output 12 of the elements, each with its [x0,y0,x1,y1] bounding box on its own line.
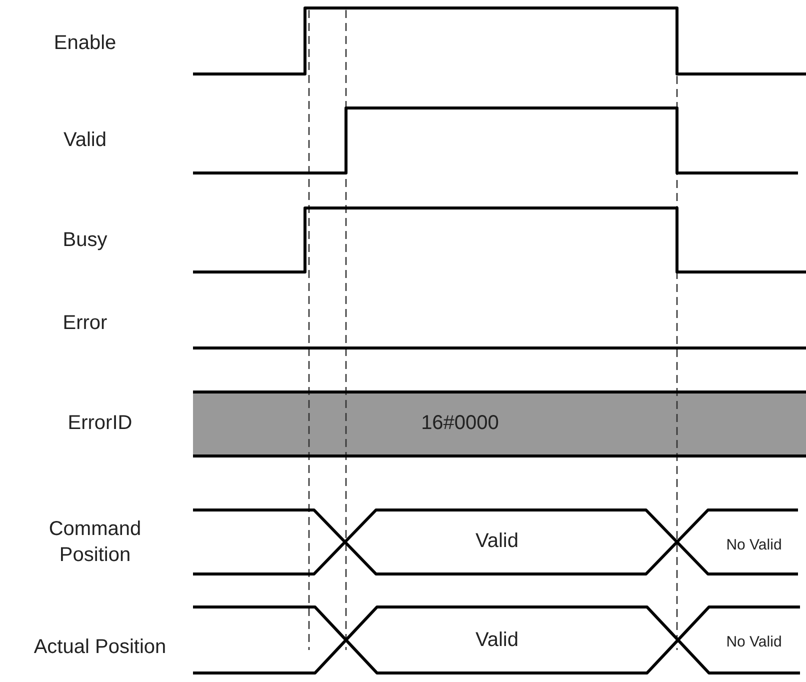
bus-value: Valid [474,529,520,554]
bus-value: Valid [474,628,520,653]
bus-value: No Valid [725,535,783,555]
signal-name: Actual Position [32,635,168,660]
signal-name: Valid [62,128,108,153]
signal-name: ErrorID [66,411,134,436]
bus-value: No Valid [725,632,783,652]
signal-name: Enable [52,31,118,56]
signal-name: Busy [62,228,108,253]
signal-name: Command Position [48,517,142,568]
signal-name: Error [62,311,108,336]
bus-value: 16#0000 [420,411,500,436]
